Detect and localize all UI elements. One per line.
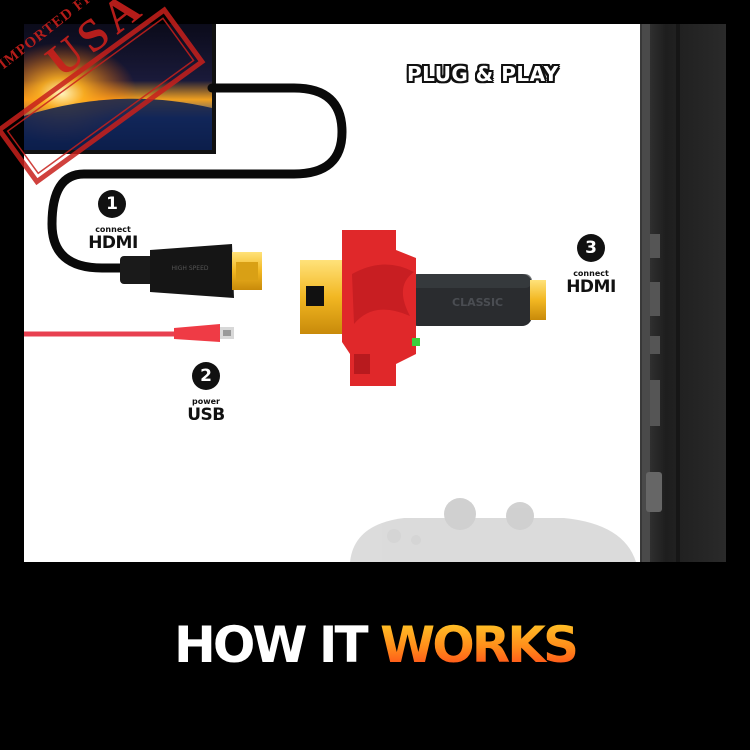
step-2-badge: 2 xyxy=(192,362,220,390)
step-2-label: power USB xyxy=(170,398,242,424)
game-console-icon xyxy=(640,24,726,562)
step-3-action: connect xyxy=(573,269,609,278)
step-1-label: connect HDMI xyxy=(78,226,148,252)
product-panel: HIGH SPEED CLASSIC xyxy=(24,24,726,562)
usa-stamp-icon: IMPORTED FROM USA xyxy=(0,0,220,190)
step-1-port: HDMI xyxy=(88,233,138,253)
hdmi-plug-icon: HIGH SPEED xyxy=(120,244,262,298)
game-controller-icon xyxy=(350,498,636,562)
svg-text:HIGH SPEED: HIGH SPEED xyxy=(172,265,209,272)
step-2-port: USB xyxy=(187,405,225,425)
step-3-badge: 3 xyxy=(577,234,605,262)
step-1-badge: 1 xyxy=(98,190,126,218)
plug-and-play-heading: PLUG & PLAY xyxy=(407,62,559,86)
usb-cable-icon xyxy=(24,324,234,342)
step-1-action: connect xyxy=(95,225,131,234)
title-part-1: HOW IT xyxy=(174,616,381,674)
title-part-2: WORKS xyxy=(380,616,579,674)
step-3-label: connect HDMI xyxy=(555,270,627,296)
step-2-action: power xyxy=(192,397,220,406)
hdmi-cable-icon xyxy=(47,83,347,273)
step-3-port: HDMI xyxy=(566,277,616,297)
scene-illustration: HIGH SPEED CLASSIC xyxy=(24,24,726,562)
how-it-works-title: HOW IT WORKS xyxy=(0,620,750,670)
adapter-brand: CLASSIC xyxy=(452,296,503,309)
hdmi-adapter-icon: CLASSIC xyxy=(300,230,546,386)
